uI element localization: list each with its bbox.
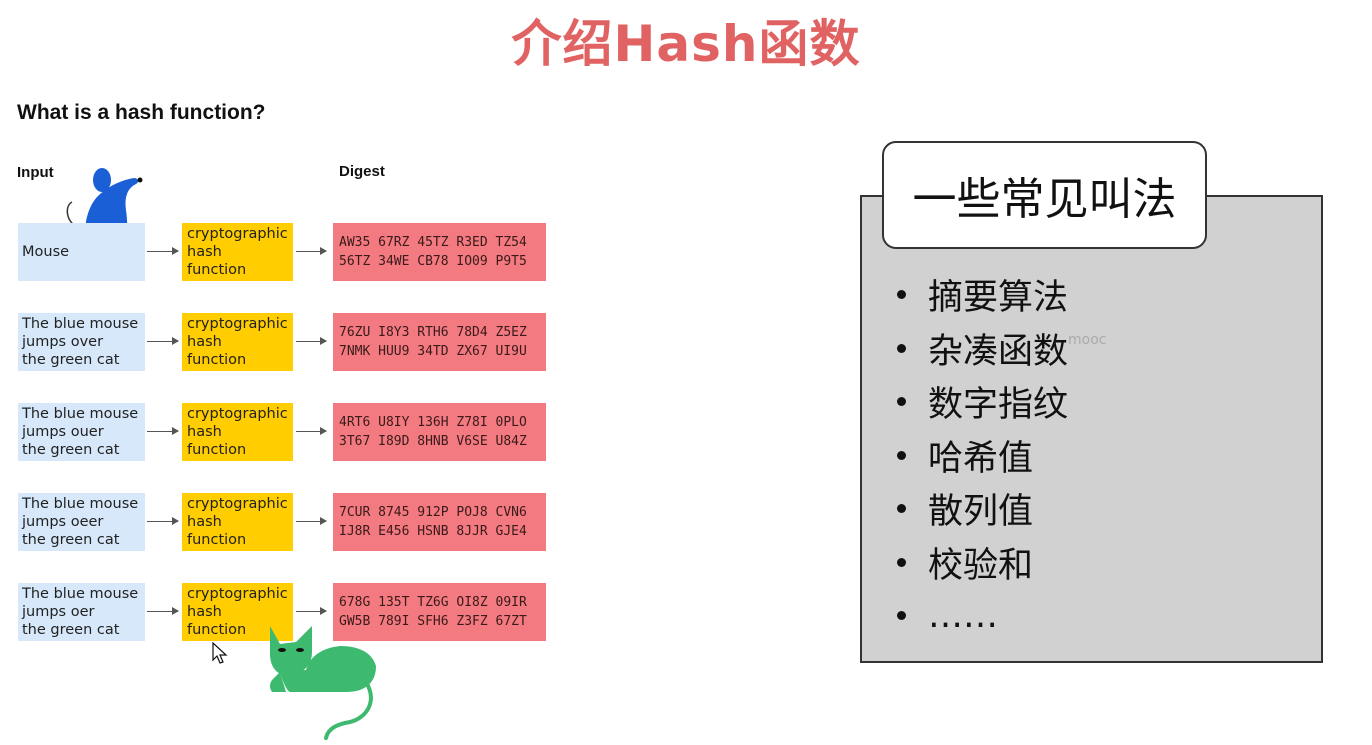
hash-function-box: cryptographic hash function [182,493,293,551]
page-title: 介绍Hash函数 [511,15,861,73]
arrow-icon [147,247,179,255]
input-text-box: Mouse [18,223,145,281]
digest-column-label: Digest [339,163,385,180]
bullet-icon [897,450,906,460]
digest-box: 4RT6 U8IY 136H Z78I 0PLO 3T67 I89D 8HNB … [333,403,546,461]
hash-function-box: cryptographic hash function [182,313,293,371]
arrow-icon [296,337,327,345]
digest-box: 7CUR 8745 912P POJ8 CVN6 IJ8R E456 HSNB … [333,493,546,551]
list-item: …… [893,589,1068,643]
list-item: 数字指纹 [893,375,1068,429]
list-item: 散列值 [893,482,1068,536]
aliases-panel [860,195,1323,663]
list-item: 校验和 [893,536,1068,590]
digest-box: 76ZU I8Y3 RTH6 78D4 Z5EZ 7NMK HUU9 34TD … [333,313,546,371]
digest-box: AW35 67RZ 45TZ R3ED TZ54 56TZ 34WE CB78 … [333,223,546,281]
hash-example-row: The blue mouse jumps ouer the green cat … [0,403,560,463]
mouse-cursor-icon [212,642,228,664]
arrow-icon [147,337,179,345]
digest-line: 678G 135T TZ6G OI8Z 09IR [339,595,527,610]
arrow-icon [296,607,327,615]
digest-line: IJ8R E456 HSNB 8JJR GJE4 [339,524,527,539]
slide-subtitle: What is a hash function? [17,101,266,124]
input-text-box: The blue mouse jumps over the green cat [18,313,145,371]
list-item: 哈希值 [893,429,1068,483]
digest-line: GW5B 789I SFH6 Z3FZ 67ZT [339,614,527,629]
digest-line: AW35 67RZ 45TZ R3ED TZ54 [339,235,527,250]
hash-function-box: cryptographic hash function [182,223,293,281]
hash-example-row: Mouse cryptographic hash function AW35 6… [0,223,560,283]
hash-function-box: cryptographic hash function [182,583,293,641]
input-column-label: Input [17,164,54,181]
bullet-icon [897,611,906,621]
list-item: 摘要算法 [893,268,1068,322]
digest-line: 4RT6 U8IY 136H Z78I 0PLO [339,415,527,430]
bullet-icon [897,504,906,514]
arrow-icon [296,247,327,255]
hash-example-row: The blue mouse jumps oer the green cat c… [0,583,560,643]
list-item: 杂凑函数 [893,322,1068,376]
cat-icon [270,626,376,740]
arrow-icon [147,427,179,435]
bullet-icon [897,343,906,353]
hash-example-row: The blue mouse jumps oeer the green cat … [0,493,560,553]
input-text-box: The blue mouse jumps oeer the green cat [18,493,145,551]
hash-example-row: The blue mouse jumps over the green cat … [0,313,560,373]
digest-line: 56TZ 34WE CB78 IO09 P9T5 [339,254,527,269]
aliases-list: 摘要算法 杂凑函数 数字指纹 哈希值 散列值 校验和 …… [893,268,1068,643]
panel-title: 一些常见叫法 [882,141,1207,249]
watermark: mooc [1068,332,1107,348]
hash-function-box: cryptographic hash function [182,403,293,461]
bullet-icon [897,290,906,300]
digest-line: 7NMK HUU9 34TD ZX67 UI9U [339,344,527,359]
digest-line: 3T67 I89D 8HNB V6SE U84Z [339,434,527,449]
bullet-icon [897,397,906,407]
arrow-icon [296,517,327,525]
digest-box: 678G 135T TZ6G OI8Z 09IR GW5B 789I SFH6 … [333,583,546,641]
bullet-icon [897,557,906,567]
input-text-box: The blue mouse jumps oer the green cat [18,583,145,641]
digest-line: 7CUR 8745 912P POJ8 CVN6 [339,505,527,520]
input-text-box: The blue mouse jumps ouer the green cat [18,403,145,461]
arrow-icon [296,427,327,435]
digest-line: 76ZU I8Y3 RTH6 78D4 Z5EZ [339,325,527,340]
arrow-icon [147,607,179,615]
arrow-icon [147,517,179,525]
